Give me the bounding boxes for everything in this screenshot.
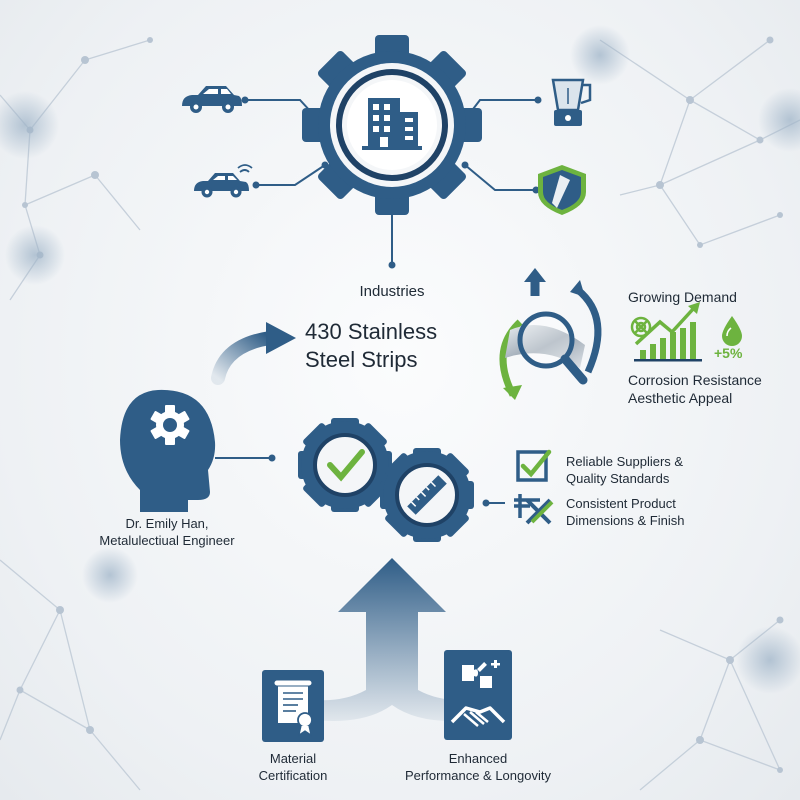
blender-icon — [551, 78, 592, 126]
product-title-line2: Steel Strips — [305, 347, 418, 372]
shield-icon — [538, 165, 586, 215]
handshake-tile — [444, 650, 512, 740]
checkbox-icon — [516, 449, 552, 482]
quality-item-line2: Dimensions & Finish — [566, 513, 685, 528]
demand-title: Growing Demand — [628, 289, 737, 305]
quality-item-suppliers: Reliable Suppliers & Quality Standards — [566, 453, 683, 487]
bottom-caption-line1: Material — [269, 751, 317, 766]
quality-gear-check — [298, 418, 392, 512]
quality-item-dimensions: Consistent Product Dimensions & Finish — [566, 495, 685, 529]
office-building-icon — [362, 98, 422, 150]
engineer-caption: Dr. Emily Han, Metalulectiual Engineer — [72, 515, 262, 549]
bottom-caption-line2: Certification — [258, 768, 328, 783]
product-title: 430 Stainless Steel Strips — [305, 318, 437, 374]
engineer-name: Dr. Emily Han, — [125, 516, 209, 531]
caliper-icon — [514, 494, 554, 525]
hub-label: Industries — [359, 283, 425, 300]
quality-item-line1: Reliable Suppliers & — [566, 454, 684, 469]
benefit-aesthetic: Aesthetic Appeal — [628, 390, 733, 406]
resistance-badge-icon — [630, 316, 652, 338]
bottom-caption-certification: Material Certification — [233, 750, 353, 784]
demand-percent: +5% — [714, 345, 743, 361]
magnifier-cluster — [499, 268, 602, 400]
certificate-tile — [262, 670, 324, 742]
bottom-caption-line2: Performance & Longovity — [405, 768, 551, 783]
hub-connectors — [215, 99, 538, 504]
engineer-head-icon — [120, 389, 216, 512]
benefit-corrosion: Corrosion Resistance — [628, 372, 762, 388]
car-icon — [182, 86, 242, 113]
bottom-caption-line1: Enhanced — [448, 751, 508, 766]
car-sensor-icon — [194, 164, 253, 198]
engineer-title: Metalulectiual Engineer — [99, 533, 235, 548]
product-title-line1: 430 Stainless — [305, 319, 438, 344]
quality-item-line2: Quality Standards — [566, 471, 670, 486]
quality-item-line1: Consistent Product — [566, 496, 676, 511]
upward-arrow — [314, 558, 470, 721]
water-drop-icon — [722, 316, 742, 346]
demand-benefits: Corrosion Resistance Aesthetic Appeal — [628, 371, 762, 407]
curved-arrow — [211, 322, 296, 385]
bottom-caption-performance: Enhanced Performance & Longovity — [378, 750, 578, 784]
quality-gear-ruler — [380, 448, 474, 542]
